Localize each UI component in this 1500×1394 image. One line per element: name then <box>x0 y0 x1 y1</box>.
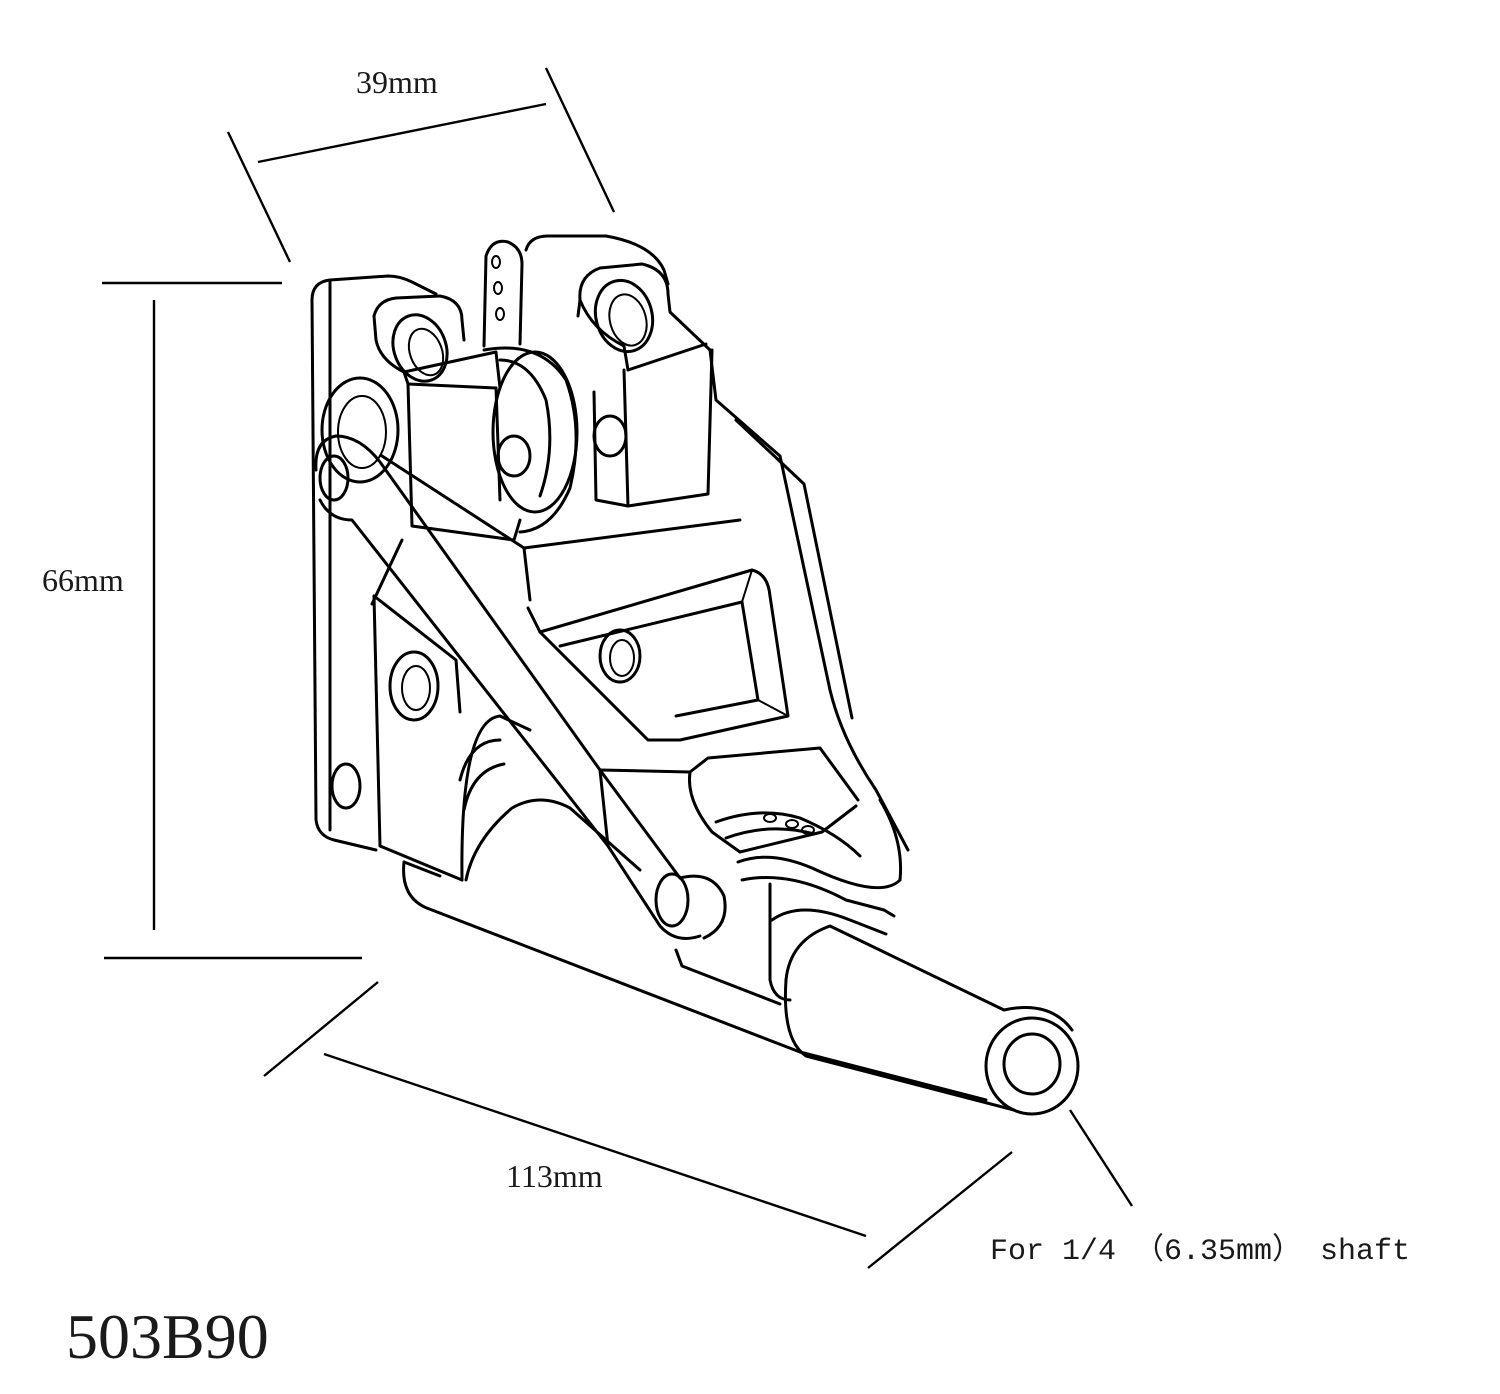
dimension-lines <box>102 67 1134 1269</box>
length-dimension-label: 113mm <box>506 1158 603 1194</box>
shaft-callout-label: For 1/4 （6.35mm） shaft <box>990 1235 1411 1269</box>
width-dimension-label: 39mm <box>356 64 438 100</box>
height-dimension-label: 66mm <box>42 562 124 598</box>
model-number: 503B90 <box>66 1301 269 1372</box>
part-outline <box>310 234 1080 1116</box>
